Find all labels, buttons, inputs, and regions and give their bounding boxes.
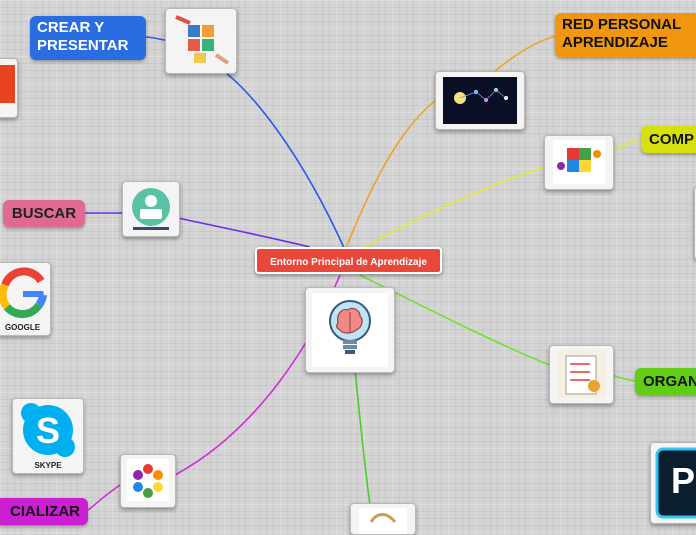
brain-bulb-image[interactable]	[305, 287, 395, 373]
link-bottom	[354, 369, 371, 506]
topic-red-line1: RED PERSONAL	[562, 16, 682, 33]
organ-image[interactable]	[549, 345, 614, 404]
puzzle-team-icon	[553, 140, 605, 184]
topic-buscar-label: BUSCAR	[11, 205, 77, 222]
google-caption: GOOGLE	[4, 323, 41, 332]
skype-image[interactable]: S SKYPE	[12, 398, 84, 474]
topic-red-personal[interactable]: RED PERSONAL APRENDIZAJE	[555, 13, 696, 57]
link-red-personal	[344, 35, 557, 251]
user-search-icon	[132, 188, 170, 230]
google-logo-icon	[0, 267, 47, 319]
todo-list-icon	[558, 350, 606, 398]
bottom-thumbnail-icon	[359, 508, 407, 534]
topic-socializar[interactable]: CIALIZAR	[0, 498, 88, 525]
red-personal-image[interactable]	[435, 71, 525, 130]
topic-crear-presentar[interactable]: CREAR Y PRESENTAR	[30, 16, 146, 60]
topic-comp[interactable]: COMP	[641, 126, 696, 153]
photoshop-logo-icon: P	[655, 447, 696, 519]
topic-crear-line1: CREAR Y	[37, 19, 105, 36]
network-lights-icon	[443, 77, 517, 124]
link-comp	[359, 138, 643, 251]
socializar-image[interactable]	[120, 454, 176, 508]
svg-text:P: P	[671, 460, 695, 501]
topic-red-line2: APRENDIZAJE	[562, 34, 668, 51]
crear-image[interactable]	[165, 8, 237, 74]
topic-socializar-label: CIALIZAR	[10, 503, 80, 520]
topic-comp-label: COMP	[649, 131, 694, 148]
comp-image[interactable]	[544, 135, 614, 190]
colorful-flower-icon	[127, 459, 169, 501]
google-image[interactable]: GOOGLE	[0, 262, 51, 336]
skype-caption: SKYPE	[34, 461, 62, 470]
brain-bulb-icon	[312, 293, 388, 367]
photoshop-image[interactable]: P	[650, 442, 696, 524]
central-topic[interactable]: Entorno Principal de Aprendizaje	[255, 247, 442, 274]
bottom-image[interactable]	[350, 503, 416, 535]
topic-organ-label: ORGAN	[643, 373, 696, 390]
skype-logo-icon: S	[21, 403, 75, 457]
svg-text:S: S	[36, 410, 60, 451]
buscar-image[interactable]	[122, 181, 180, 237]
presentation-tiles-icon	[175, 15, 230, 65]
left-edge-image[interactable]	[0, 58, 18, 118]
topic-organ[interactable]: ORGAN	[635, 368, 696, 395]
topic-buscar[interactable]: BUSCAR	[3, 200, 85, 227]
topic-crear-line2: PRESENTAR	[37, 37, 129, 54]
link-buscar	[85, 212, 311, 248]
